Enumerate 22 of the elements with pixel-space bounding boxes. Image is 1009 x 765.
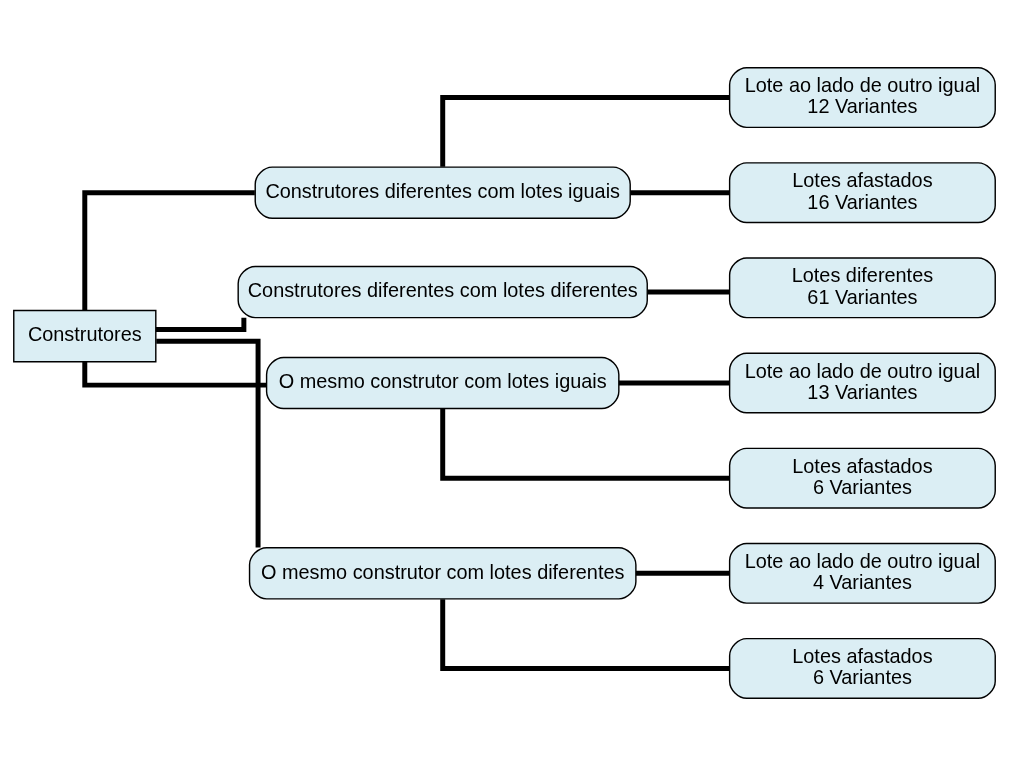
node-box: Lotes diferentes 61 Variantes (728, 256, 996, 318)
node-box: Lotes afastados 6 Variantes (728, 447, 996, 509)
connector (630, 189, 730, 195)
connector (440, 408, 730, 481)
node-box: Lote ao lado de outro igual 12 Variantes (728, 66, 996, 128)
node-box: Lote ao lado de outro igual 4 Variantes (728, 542, 996, 604)
node-box: Lotes afastados 16 Variantes (728, 161, 996, 223)
node-box: Lote ao lado de outro igual 13 Variantes (728, 351, 996, 414)
connector (82, 189, 255, 310)
connector (156, 338, 261, 548)
node-box: Construtores diferentes com lotes diferentes (237, 265, 648, 318)
connector (647, 289, 730, 295)
connector (440, 94, 730, 167)
connector (440, 598, 730, 671)
connector (155, 317, 247, 332)
node-box: Lotes afastados 6 Variantes (728, 637, 996, 699)
connector (636, 570, 730, 576)
node-box: Construtores diferentes com lotes iguais (254, 165, 631, 219)
node-box: O mesmo construtor com lotes diferentes (248, 546, 637, 600)
node-box: O mesmo construtor com lotes iguais (265, 356, 620, 409)
node-box: Construtores (13, 309, 157, 362)
connector (618, 380, 730, 385)
